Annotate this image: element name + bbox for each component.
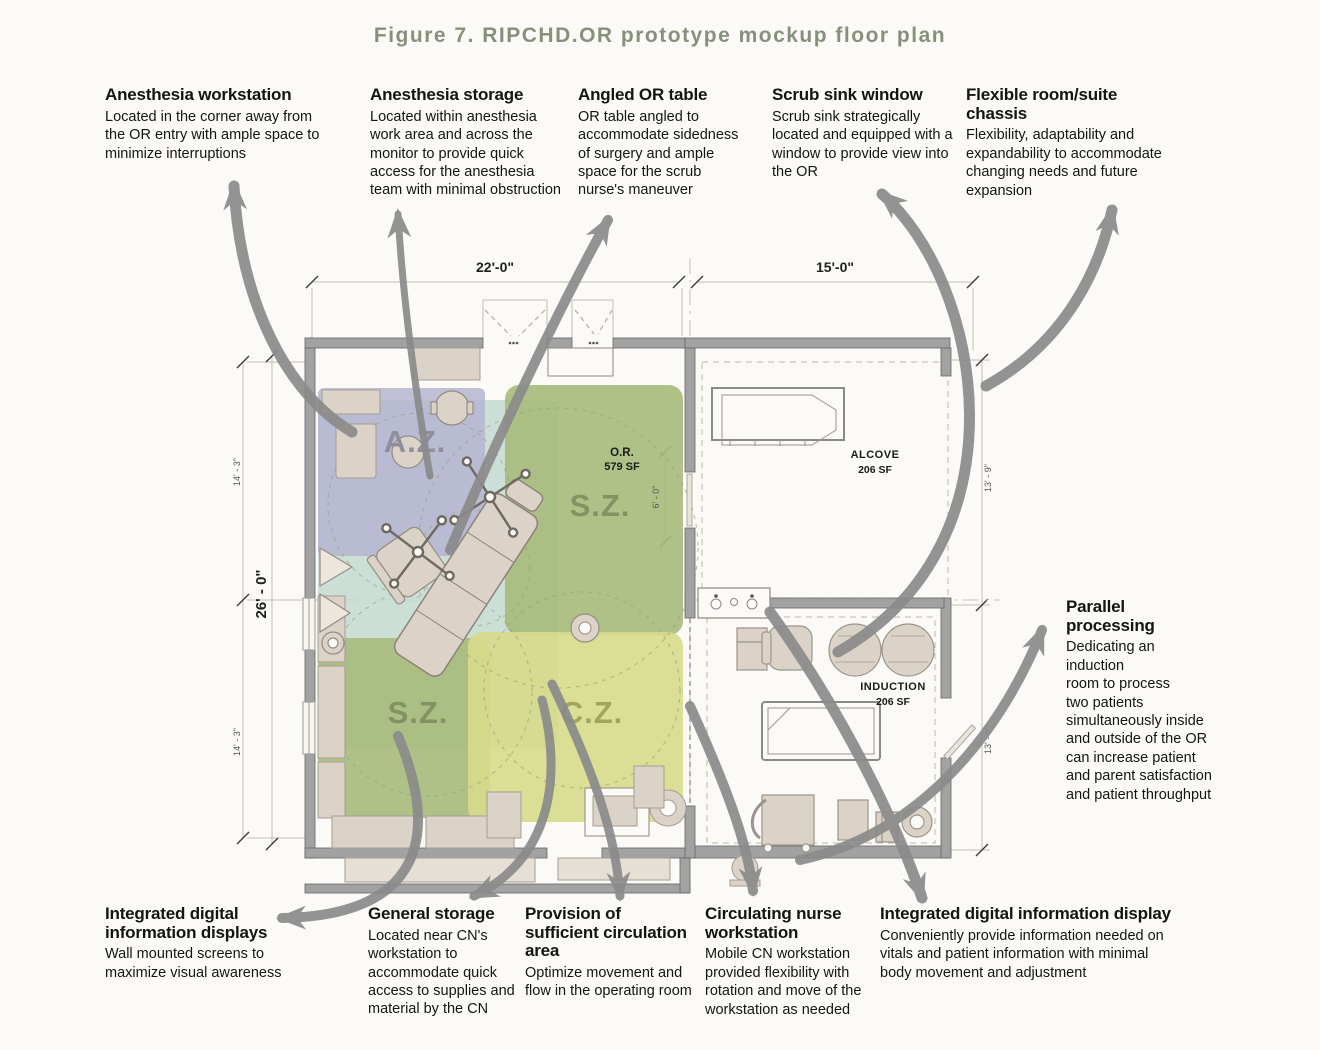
entry-door-swings	[484, 309, 613, 337]
alcove-area: 206 SF	[858, 464, 892, 476]
annotation-circulating-nurse: Circulating nurse workstation Mobile CN …	[705, 904, 870, 1019]
annotation-body: Scrub sink strategically located and equ…	[772, 108, 953, 180]
door-or-right	[686, 473, 693, 527]
or-room-label: O.R.	[610, 447, 634, 459]
annotation-scrub-sink-window: Scrub sink window Scrub sink strategical…	[772, 85, 962, 181]
annotation-heading: Anesthesia storage	[370, 85, 524, 104]
arrow-digital-display-right	[764, 606, 928, 904]
alcove-label: ALCOVE	[851, 449, 900, 461]
annotation-heading: Flexible room/suite chassis	[966, 85, 1118, 123]
annotation-body: Optimize movement and flow in the operat…	[525, 965, 692, 1000]
dim-left-upper: 14' - 3"	[232, 458, 242, 486]
dim-right-lower: 13' - 9"	[983, 726, 993, 754]
annotation-body: Located in the corner away from the OR e…	[105, 108, 320, 162]
plan-labels: A.Z. S.Z. S.Z. C.Z. O.R. 579 SF ALCOVE 2…	[384, 424, 926, 730]
annotation-body: OR table angled to accommodate sidedness…	[578, 108, 739, 199]
arrow-anesthesia-storage	[387, 208, 434, 480]
arrow-scrub-sink-window	[832, 188, 975, 658]
dimension-labels: 22'-0" 15'-0" 26' - 0" 14' - 3" 14' - 3"…	[232, 259, 993, 756]
zone-sz-top-label: S.Z.	[570, 488, 631, 523]
arrow-parallel-processing	[795, 624, 1047, 865]
dim-left-total: 26' - 0"	[253, 569, 270, 618]
alcove-stretcher	[711, 387, 845, 446]
annotation-body: Wall mounted screens to maximize visual …	[105, 946, 282, 981]
annotation-body: Conveniently provide information needed …	[880, 927, 1164, 981]
induction-label: INDUCTION	[860, 681, 926, 693]
annotation-heading: Circulating nurse workstation	[705, 904, 842, 942]
door-induction	[943, 724, 977, 760]
annotation-digital-displays-left: Integrated digital information displays …	[105, 904, 290, 982]
annotation-body: Flexibility, adaptability and expandabil…	[966, 127, 1162, 199]
dim-top-right: 15'-0"	[816, 259, 854, 275]
annotation-heading: Parallel processing	[1066, 597, 1155, 635]
door-hinge-marks	[508, 341, 599, 345]
dim-or-door: 6' - 0"	[651, 486, 661, 509]
annotation-heading: Scrub sink window	[772, 85, 923, 104]
dim-right-upper: 13' - 9"	[983, 464, 993, 492]
annotation-general-storage: General storage Located near CN's workst…	[368, 904, 516, 1019]
annotation-heading: Provision of sufficient circulation area	[525, 904, 687, 961]
arrow-circulation-area	[547, 679, 631, 902]
annotation-heading: Integrated digital information displays	[105, 904, 268, 942]
annotation-body: Dedicating an induction room to process …	[1066, 639, 1212, 803]
drum-chair-2	[881, 623, 935, 677]
cz-cart	[633, 765, 665, 809]
annotation-heading: Anesthesia workstation	[105, 85, 292, 104]
zone-sterile-top	[505, 385, 683, 635]
annotation-body: Located within anesthesia work area and …	[370, 108, 561, 199]
arrow-digital-displays-left	[276, 731, 423, 930]
zone-sterile-bottom	[318, 638, 490, 818]
annotation-flexible-chassis: Flexible room/suite chassis Flexibility,…	[966, 85, 1182, 200]
annotation-anesthesia-workstation: Anesthesia workstation Located in the co…	[105, 85, 333, 163]
annotation-body: Located near CN's workstation to accommo…	[368, 927, 515, 1018]
callout-arrows	[223, 180, 1119, 930]
annotation-angled-or-table: Angled OR table OR table angled to accom…	[578, 85, 746, 200]
dim-left-lower: 14' - 3"	[232, 728, 242, 756]
annotation-anesthesia-storage: Anesthesia storage Located within anesth…	[370, 85, 562, 200]
or-room-area: 579 SF	[604, 461, 640, 473]
arrow-circulating-nurse	[685, 701, 763, 897]
annotation-circulation-area: Provision of sufficient circulation area…	[525, 904, 697, 1001]
induction-area: 206 SF	[876, 696, 910, 708]
equipment-boom-2	[381, 515, 455, 589]
annotation-digital-display-right: Integrated digital information display C…	[880, 904, 1172, 982]
or-casework	[317, 347, 761, 887]
annotation-heading: Angled OR table	[578, 85, 708, 104]
anesthesia-machine	[335, 423, 377, 479]
arrow-angled-or-table	[445, 214, 613, 555]
equipment-cart	[761, 794, 815, 846]
arrow-flexible-chassis	[980, 204, 1119, 392]
zone-sz-bottom-label: S.Z.	[388, 695, 449, 730]
scrub-sink	[697, 587, 771, 619]
figure-title: Figure 7. RIPCHD.OR prototype mockup flo…	[373, 24, 947, 47]
dim-top-left: 22'-0"	[476, 259, 514, 275]
annotation-heading: Integrated digital information display	[880, 904, 1171, 923]
arrow-anesthesia-workstation	[223, 180, 358, 438]
arrow-general-storage	[468, 695, 556, 901]
annotation-parallel-processing: Parallel processing Dedicating an induct…	[1066, 597, 1218, 804]
annotation-heading: General storage	[368, 904, 495, 923]
annotation-body: Mobile CN workstation provided flexibili…	[705, 946, 862, 1018]
zone-az-label: A.Z.	[384, 424, 447, 459]
